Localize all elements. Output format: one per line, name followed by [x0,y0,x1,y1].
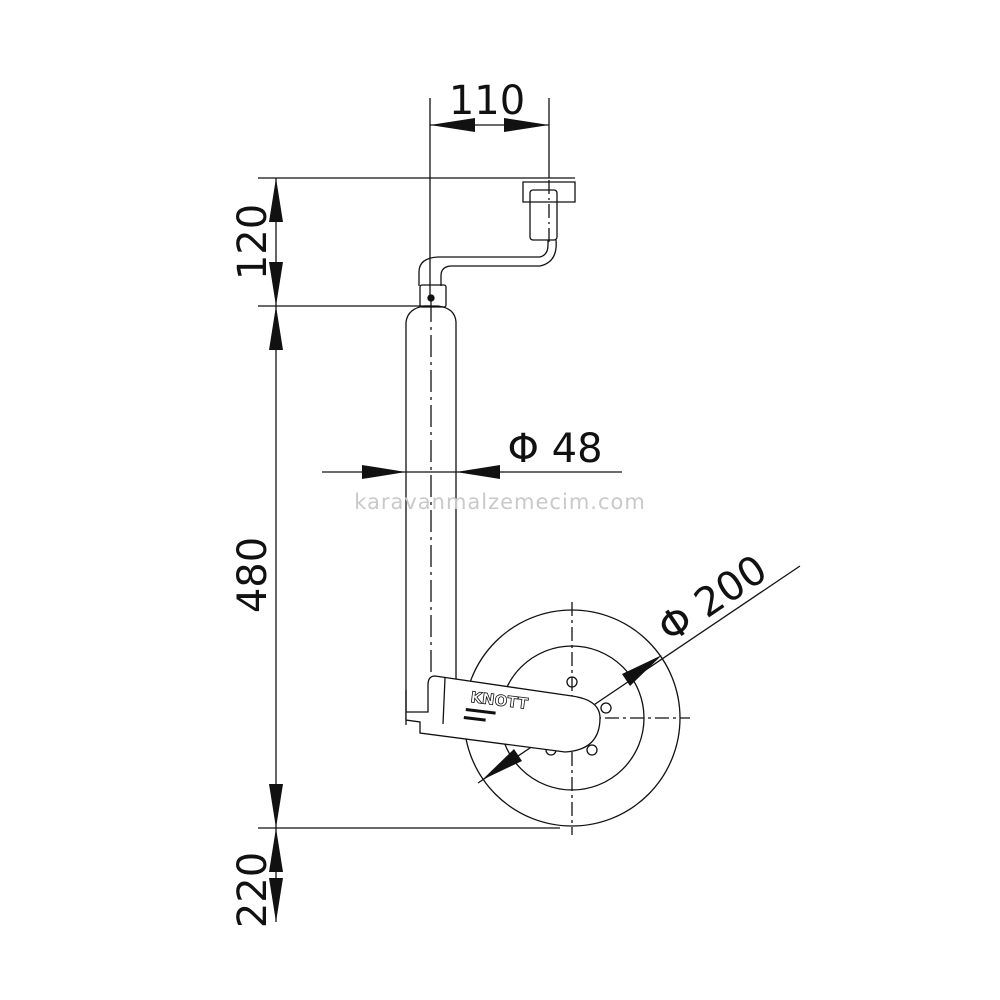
dim-diameter-200: Φ 200 [650,546,776,652]
dim-diameter-48: Φ 48 [507,426,602,472]
support-tube [405,300,457,725]
wheel-bracket [405,675,601,753]
dim-480: 480 [230,537,276,613]
dim-120: 120 [230,204,276,280]
crank-handle [418,180,576,308]
bracket-fine-print [463,708,496,722]
watermark: karavanmalzemecim.com [354,490,646,514]
dimension-arrows [269,118,662,922]
dim-220: 220 [230,852,276,928]
dim-110: 110 [449,78,525,124]
